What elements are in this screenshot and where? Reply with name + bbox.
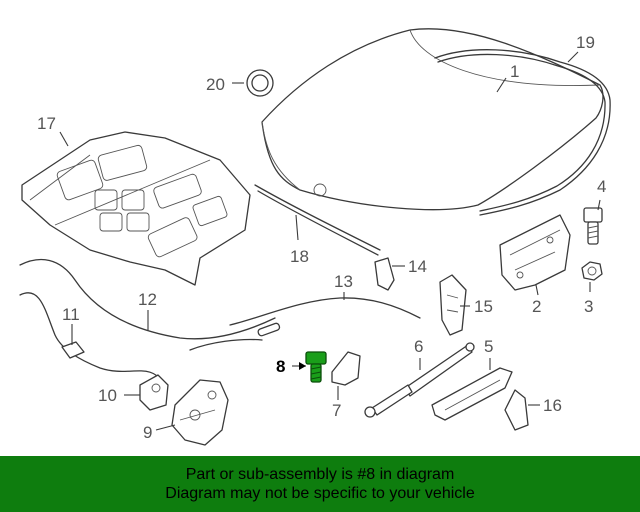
part-19-seal[interactable] <box>434 49 611 216</box>
part-12-cable[interactable] <box>19 258 276 351</box>
callout-13[interactable]: 13 <box>334 272 353 291</box>
callout-18[interactable]: 18 <box>290 247 309 266</box>
callout-8-arrowhead <box>299 362 306 370</box>
callout-9[interactable]: 9 <box>143 423 152 442</box>
callout-8[interactable]: 8 <box>276 357 285 376</box>
banner-line-2: Diagram may not be specific to your vehi… <box>165 485 475 502</box>
part-16-bracket[interactable] <box>504 389 529 431</box>
callout-12[interactable]: 12 <box>138 290 157 309</box>
part-14-bracket[interactable] <box>374 257 395 291</box>
part-20-grommet[interactable] <box>246 69 274 97</box>
callout-4[interactable]: 4 <box>597 177 606 196</box>
part-13-cable[interactable] <box>229 297 421 337</box>
part-4-bolt[interactable] <box>583 207 603 245</box>
part-11-cable[interactable] <box>19 292 166 386</box>
part-18-seal-strip[interactable] <box>254 184 381 256</box>
info-banner: Part or sub-assembly is #8 in diagram Di… <box>0 456 640 512</box>
callout-10[interactable]: 10 <box>98 386 117 405</box>
callout-14[interactable]: 14 <box>408 257 427 276</box>
banner-line-1: Part or sub-assembly is #8 in diagram <box>185 466 455 483</box>
callout-5[interactable]: 5 <box>484 337 493 356</box>
part-10-actuator[interactable] <box>139 374 169 411</box>
part-9-latch[interactable] <box>171 379 229 446</box>
callout-16[interactable]: 16 <box>543 396 562 415</box>
callout-7[interactable]: 7 <box>332 401 341 420</box>
part-1-hood[interactable] <box>261 28 604 211</box>
part-5-bracket[interactable] <box>431 367 513 421</box>
callout-17[interactable]: 17 <box>37 114 56 133</box>
callout-11[interactable]: 11 <box>62 305 80 324</box>
part-6-gas-strut[interactable] <box>364 342 475 418</box>
callout-15[interactable]: 15 <box>474 297 493 316</box>
part-3-nut[interactable] <box>581 261 603 281</box>
callout-1[interactable]: 1 <box>510 62 519 81</box>
part-7-clip[interactable] <box>331 351 361 386</box>
callout-2[interactable]: 2 <box>532 297 541 316</box>
callout-20[interactable]: 20 <box>206 75 225 94</box>
callout-6[interactable]: 6 <box>414 337 423 356</box>
part-15-bracket[interactable] <box>439 274 467 336</box>
exploded-parts-diagram: 1 19 20 17 18 4 3 2 14 15 13 12 11 10 9 … <box>19 28 611 446</box>
part-2-hinge[interactable] <box>499 214 571 291</box>
callout-19[interactable]: 19 <box>576 33 595 52</box>
part-17-insulator[interactable] <box>21 131 251 286</box>
callout-3[interactable]: 3 <box>584 297 593 316</box>
part-8-bolt[interactable] <box>305 351 327 383</box>
